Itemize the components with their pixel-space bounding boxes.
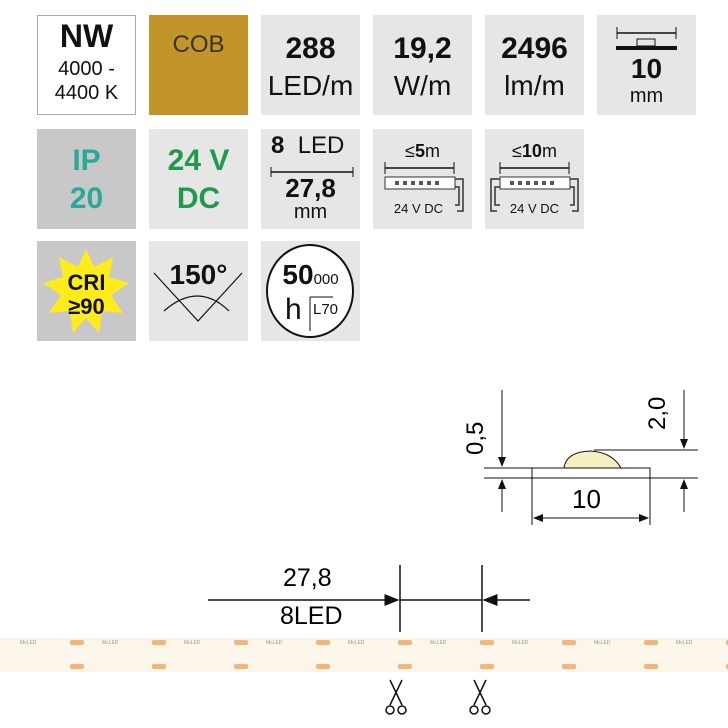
power-unit: W/m xyxy=(393,70,452,101)
beam-angle-icon xyxy=(153,272,243,322)
lifetime-tile: 50000 h L70 xyxy=(261,241,360,341)
run10-unit: m xyxy=(541,141,557,161)
run5-unit: m xyxy=(424,141,440,161)
ip-value: 20 xyxy=(69,182,104,215)
segment-dimension-icon xyxy=(270,167,354,177)
segment-unit: mm xyxy=(293,201,328,223)
solder-pad xyxy=(234,664,248,669)
starburst-icon xyxy=(43,249,129,333)
cut-leds-label: 8LED xyxy=(280,602,343,630)
strip-brand-mark: McLED xyxy=(594,640,611,646)
width-icon xyxy=(616,27,677,50)
run5-supply: 24 V DC xyxy=(393,201,444,216)
strip-brand-mark: McLED xyxy=(430,640,447,646)
strip-brand-mark: McLED xyxy=(512,640,529,646)
run10-prefix: ≤ xyxy=(512,141,522,161)
cri-tile: CRI ≥90 xyxy=(37,241,136,341)
width-label: 10 xyxy=(572,484,601,514)
power-value: 19,2 xyxy=(393,32,452,65)
total-height-label: 2,0 xyxy=(644,396,671,430)
color-code: NW xyxy=(59,18,114,54)
strip-feed-both-sides-icon xyxy=(490,162,579,212)
lifetime-value: 50 xyxy=(282,259,314,290)
voltage-type: DC xyxy=(176,182,221,215)
strip-brand-mark: McLED xyxy=(266,640,283,646)
chip-type-tile: COB xyxy=(149,15,248,115)
segment-tile: 8 LED 27,8 mm xyxy=(261,129,360,229)
cut-dimension-lines xyxy=(208,565,530,632)
solder-pad xyxy=(644,664,658,669)
density-unit: LED/m xyxy=(267,70,354,101)
lifetime-rating: L70 xyxy=(313,301,339,318)
run5-prefix: ≤ xyxy=(405,141,415,161)
beam-angle-tile: 150° xyxy=(149,241,248,341)
lifetime-suffix: 000 xyxy=(313,271,339,288)
cut-length-label: 27,8 xyxy=(283,564,332,592)
solder-pad xyxy=(562,664,576,669)
led-density-tile: 288 LED/m xyxy=(261,15,360,115)
cri-label: CRI xyxy=(67,270,106,295)
angle-value: 150° xyxy=(169,259,228,290)
flux-tile: 2496 lm/m xyxy=(485,15,584,115)
max-run-10m-tile: ≤10m 24 V DC xyxy=(485,129,584,229)
flux-value: 2496 xyxy=(501,32,568,65)
color-temp-tile: NW 4000 - 4400 K xyxy=(37,15,136,115)
segment-length: 27,8 xyxy=(285,173,336,203)
solder-pad xyxy=(398,664,412,669)
chip-label: COB xyxy=(172,31,225,58)
ip-tile: IP 20 xyxy=(37,129,136,229)
flux-unit: lm/m xyxy=(504,70,565,101)
strip-brand-marks: McLED McLED McLED McLED McLED McLED McLED McLED… xyxy=(0,640,728,650)
run5-value: 5 xyxy=(414,141,425,161)
max-run-5m-tile: ≤5m 24 V DC xyxy=(373,129,472,229)
solder-pad xyxy=(480,664,494,669)
cri-value: ≥90 xyxy=(68,294,105,319)
strip-brand-mark: McLED xyxy=(676,640,693,646)
scissors-icons xyxy=(385,679,491,715)
strip-brand-mark: McLED xyxy=(348,640,365,646)
solder-pad xyxy=(316,664,330,669)
strip-brand-mark: McLED xyxy=(20,640,37,646)
led-height-label: 0,5 xyxy=(462,421,489,455)
solder-pad xyxy=(152,664,166,669)
width-tile: 10 mm xyxy=(597,15,696,115)
lifetime-circle-icon xyxy=(266,244,354,338)
power-tile: 19,2 W/m xyxy=(373,15,472,115)
strip-brand-mark: McLED xyxy=(184,640,201,646)
segment-led-label: LED xyxy=(297,132,345,159)
color-range-1: 4000 - xyxy=(58,58,115,80)
voltage-value: 24 V xyxy=(167,144,230,177)
density-value: 288 xyxy=(285,32,336,65)
color-range-2: 4400 K xyxy=(54,82,119,104)
lifetime-unit: h xyxy=(285,293,302,326)
ip-label: IP xyxy=(72,144,101,177)
run10-supply: 24 V DC xyxy=(509,201,560,216)
width-unit: mm xyxy=(629,85,664,107)
strip-brand-mark: McLED xyxy=(102,640,119,646)
solder-pad xyxy=(70,664,84,669)
width-value: 10 xyxy=(630,53,663,84)
segment-leds: 8 xyxy=(271,132,285,159)
voltage-tile: 24 V DC xyxy=(149,129,248,229)
run10-value: 10 xyxy=(521,141,542,161)
strip-feed-one-side-icon xyxy=(384,162,464,212)
